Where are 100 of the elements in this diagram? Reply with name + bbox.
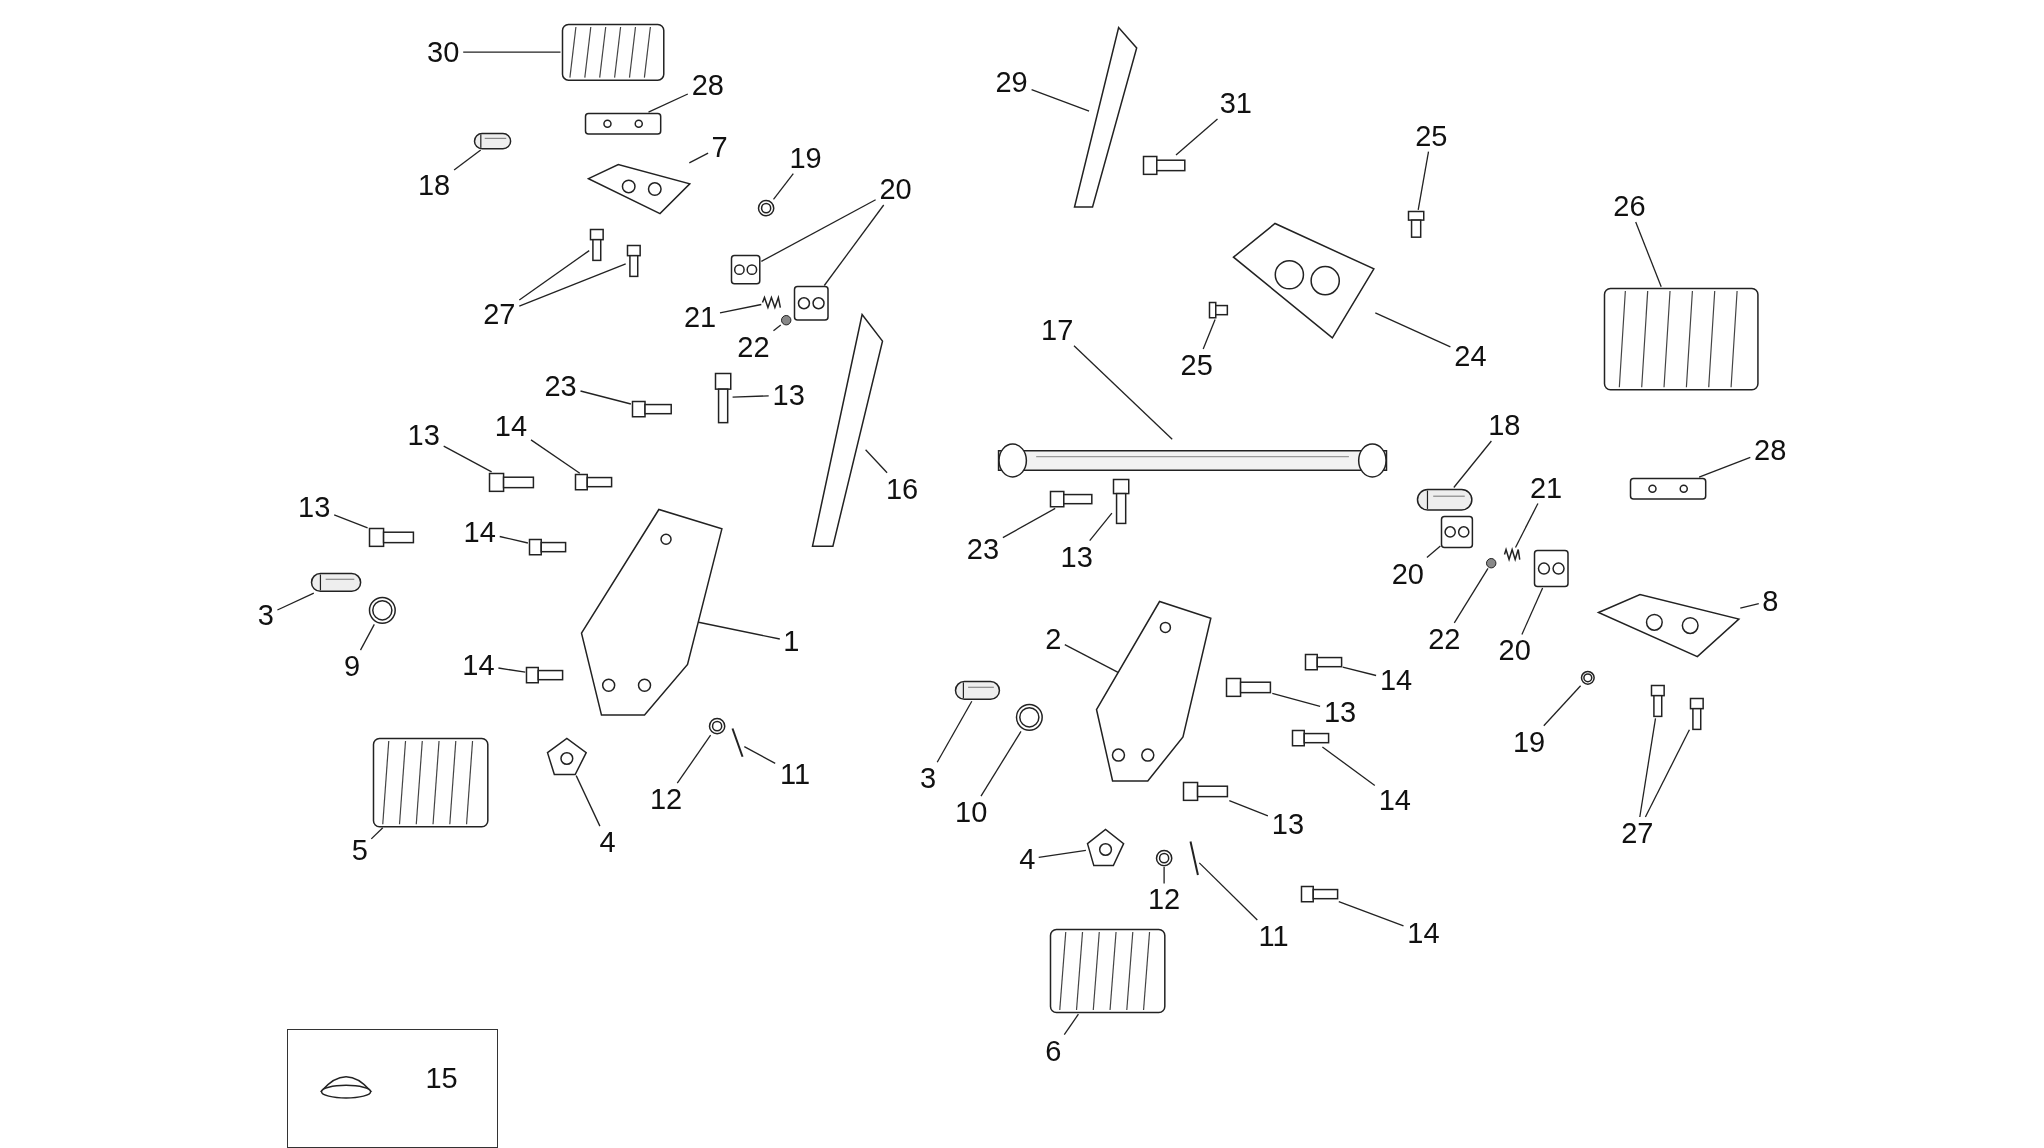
leader-line <box>760 199 877 263</box>
leader-line <box>1073 345 1173 440</box>
callout-number: 25 <box>1411 119 1452 152</box>
leader-line <box>462 51 562 53</box>
leader-line <box>1202 318 1216 350</box>
clip-drawing <box>1579 670 1596 686</box>
leader-line <box>1374 312 1452 348</box>
plate-drawing <box>1629 477 1708 501</box>
callout-number: 17 <box>1037 313 1078 346</box>
leader-line <box>1321 746 1376 787</box>
callout-number: 30 <box>423 36 464 69</box>
leader-line <box>1030 88 1090 112</box>
pin-drawing <box>310 572 363 594</box>
callout-number: 22 <box>1424 622 1465 655</box>
callout-number: 13 <box>1267 807 1308 840</box>
callout-number: 14 <box>1403 917 1444 950</box>
callout-number: 1 <box>779 625 803 658</box>
leader-line <box>772 173 794 201</box>
pin-drawing <box>954 680 1002 702</box>
leader-line <box>1228 799 1269 817</box>
bolt-drawing <box>1049 490 1094 509</box>
leader-line <box>499 535 529 544</box>
leader-line <box>731 395 770 398</box>
leader-line <box>1002 507 1056 539</box>
leader-line <box>1338 900 1405 927</box>
callout-number: 25 <box>1176 349 1217 381</box>
leader-line <box>1417 150 1430 211</box>
inset-frame <box>286 1028 498 1148</box>
leader-line <box>1198 862 1258 921</box>
callout-number: 11 <box>1253 919 1294 952</box>
callout-number: 7 <box>708 131 732 164</box>
leader-line <box>1271 692 1321 707</box>
bolt-drawing <box>1406 209 1425 239</box>
clip-drawing <box>757 199 776 218</box>
leader-line <box>1635 221 1662 288</box>
callout-number: 3 <box>254 599 278 632</box>
leader-line <box>647 93 689 113</box>
leader-line <box>530 439 581 474</box>
callout-number: 12 <box>646 783 687 816</box>
leader-line <box>1426 545 1442 559</box>
plate-drawing <box>1533 548 1570 588</box>
cotter-pin-drawing <box>731 727 745 759</box>
bolt-drawing <box>573 473 613 492</box>
leader-line <box>575 774 601 827</box>
callout-number: 28 <box>687 68 728 101</box>
leader-line <box>1543 685 1582 727</box>
bolt-drawing <box>625 243 642 278</box>
leader-line <box>333 514 369 529</box>
leader-line <box>1175 118 1219 156</box>
bolt-drawing <box>525 666 565 685</box>
leader-line <box>1038 849 1087 858</box>
callout-number: 13 <box>294 491 335 524</box>
callout-number: 22 <box>733 330 774 363</box>
bracket-drawing <box>1596 593 1741 659</box>
bolt-drawing <box>1650 684 1666 719</box>
leader-line <box>676 734 712 784</box>
bolt-drawing <box>1141 155 1187 176</box>
callout-number: 31 <box>1215 86 1256 119</box>
leader-line <box>497 667 526 673</box>
plate-drawing <box>1440 514 1475 549</box>
callout-number: 18 <box>1484 408 1525 441</box>
clip-drawing <box>1154 848 1174 867</box>
leader-line <box>1698 456 1751 478</box>
plate-drawing <box>730 254 762 286</box>
leader-line <box>1453 440 1493 489</box>
leader-line <box>980 730 1022 797</box>
spring-drawing <box>367 595 397 625</box>
callout-number: 13 <box>1056 540 1097 573</box>
callout-number: 23 <box>962 532 1003 565</box>
leader-line <box>1514 502 1539 549</box>
callout-number: 4 <box>595 826 619 859</box>
bolt-drawing <box>1303 653 1343 672</box>
callout-number: 19 <box>1509 725 1550 758</box>
callout-number: 14 <box>458 648 499 681</box>
bracket-drawing <box>1231 221 1376 339</box>
cotter-pin-drawing <box>1188 839 1200 876</box>
callout-number: 11 <box>775 758 816 791</box>
block-drawing <box>1085 827 1125 867</box>
callout-number: 3 <box>916 762 940 795</box>
callout-number: 4 <box>1015 843 1039 876</box>
pin-drawing <box>1415 487 1473 511</box>
spring-drawing <box>1015 702 1045 732</box>
leader-line <box>1739 603 1760 609</box>
bolt-drawing <box>1208 301 1230 320</box>
callout-number: 27 <box>479 298 520 331</box>
leader-line <box>743 745 776 765</box>
callout-number: 6 <box>1041 1034 1065 1067</box>
callout-number: 15 <box>424 1061 459 1094</box>
callout-number: 18 <box>414 169 455 202</box>
callout-number: 8 <box>1758 584 1782 617</box>
leader-line <box>518 263 627 307</box>
callout-number: 26 <box>1609 189 1650 222</box>
leader-line <box>719 303 762 314</box>
bolt-drawing <box>1182 780 1230 802</box>
callout-number: 20 <box>875 173 916 205</box>
callout-number: 9 <box>340 650 364 683</box>
callout-number: 20 <box>1494 634 1535 667</box>
callout-number: 13 <box>403 419 444 452</box>
leader-line <box>1163 866 1165 885</box>
bolt-drawing <box>487 471 535 493</box>
